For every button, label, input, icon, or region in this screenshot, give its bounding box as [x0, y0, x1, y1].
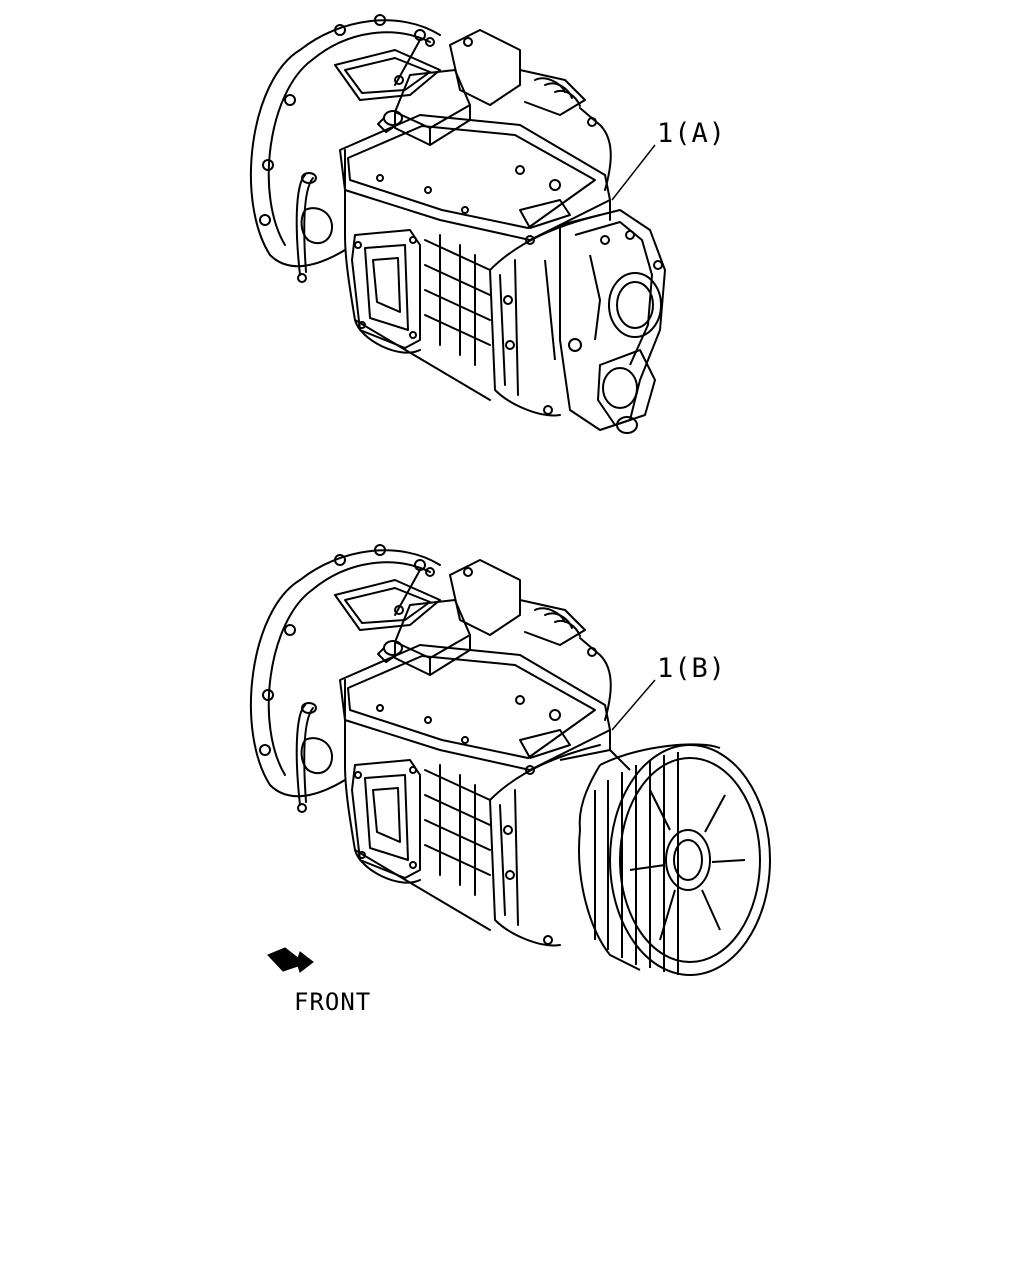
front-arrow-icon [267, 947, 314, 973]
transmission-assembly-a [249, 14, 666, 434]
front-label: FRONT [294, 988, 372, 1016]
callout-label-b: 1(B) [657, 653, 727, 684]
leader-line-b [611, 679, 656, 731]
callout-label-a: 1(A) [657, 118, 727, 149]
transmission-assembly-b [249, 544, 771, 976]
leader-line-a [611, 144, 656, 201]
